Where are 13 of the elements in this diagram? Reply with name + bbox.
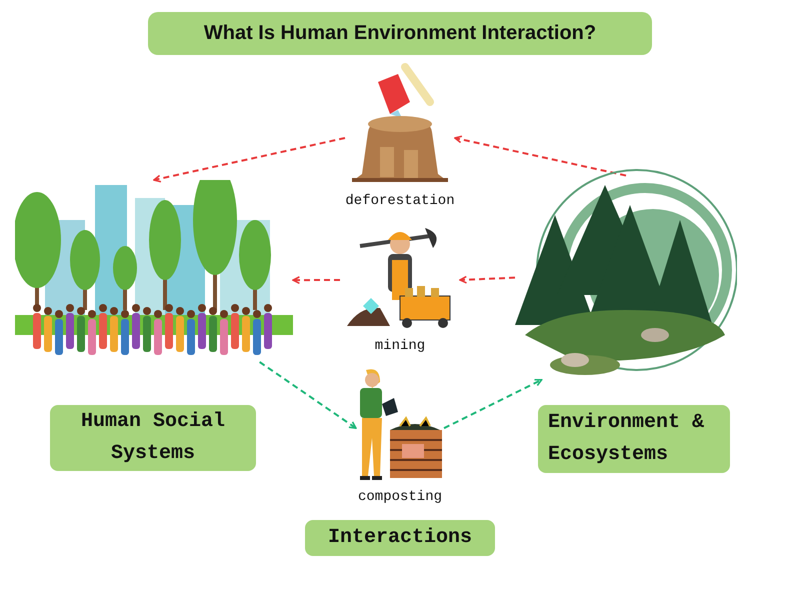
category-tag: Interactions: [305, 520, 495, 556]
title-banner: What Is Human Environment Interaction?: [148, 12, 652, 55]
category-tag: Human Social Systems: [50, 405, 256, 471]
dashed-arrow: [459, 276, 516, 284]
picture-caption: composting: [358, 489, 442, 505]
dashed-arrow: [454, 135, 626, 177]
dashed-arrow: [259, 361, 357, 430]
dashed-arrow: [153, 137, 346, 183]
category-tag: Environment & Ecosystems: [538, 405, 730, 473]
picture-caption: deforestation: [345, 193, 455, 209]
dashed-arrow: [444, 378, 542, 430]
picture-caption: mining: [374, 338, 426, 354]
dashed-arrow: [292, 276, 340, 284]
